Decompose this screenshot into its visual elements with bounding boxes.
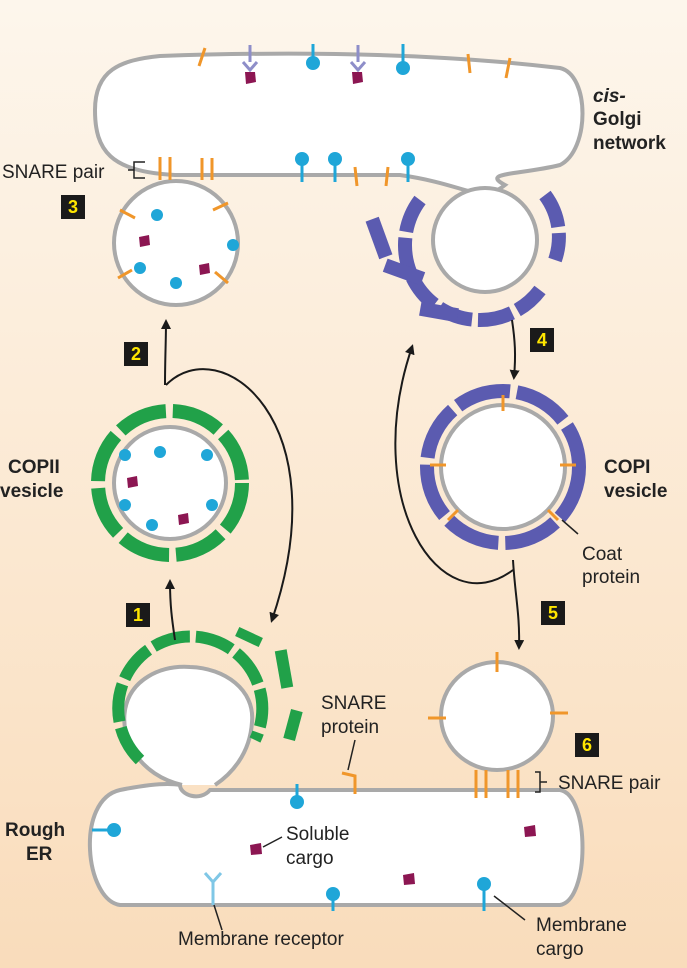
snare-pair-top-label: SNARE pair — [2, 162, 105, 183]
cis-golgi-network — [92, 51, 585, 196]
transport-arrows — [160, 319, 525, 650]
snare-protein-label-line1: SNARE — [321, 693, 386, 714]
golgi-soluble-cargo — [245, 72, 363, 84]
arrow-step-5 — [512, 559, 525, 650]
step-4-label: 4 — [537, 330, 547, 350]
membrane-cargo-label-line1: Membrane — [536, 915, 627, 936]
coat-protein-label-line2: protein — [582, 567, 640, 588]
budding-copii-vesicle — [112, 630, 269, 787]
step-3-label: 3 — [68, 197, 78, 217]
free-copii-coat-fragments — [235, 626, 303, 742]
membrane-cargo-label-line2: cargo — [536, 939, 584, 960]
step-6-box: 6 — [575, 733, 599, 757]
snare-pair-bottom-label: SNARE pair — [558, 773, 661, 794]
membrane-receptor-leader — [213, 904, 223, 931]
step-4-box: 4 — [530, 328, 554, 352]
step-5-label: 5 — [548, 603, 558, 623]
copi-label-line2: vesicle — [604, 481, 667, 502]
snare-protein-label-line2: protein — [321, 717, 379, 738]
fusing-copii-vesicle — [112, 157, 240, 307]
copi-vesicle — [420, 384, 586, 550]
rough-er — [88, 781, 585, 907]
golgi-label-line3: network — [593, 133, 666, 154]
arrow-step-2 — [160, 319, 171, 386]
soluble-cargo-leader — [262, 836, 283, 848]
free-copi-coat-fragments — [365, 216, 459, 323]
snare-protein-leader — [347, 739, 356, 771]
coat-protein-leader — [561, 519, 579, 535]
copii-label-line2: vesicle — [0, 481, 63, 502]
er-proteins — [92, 771, 536, 911]
copi-label-line1: COPI — [604, 457, 650, 478]
membrane-receptor-label: Membrane receptor — [178, 929, 344, 950]
golgi-label-line2: Golgi — [593, 109, 642, 130]
copii-vesicle — [91, 404, 249, 562]
golgi-membrane-cargo — [295, 44, 415, 182]
step-5-box: 5 — [541, 601, 565, 625]
soluble-cargo-label-line1: Soluble — [286, 824, 349, 845]
coat-protein-label-line1: Coat — [582, 544, 623, 565]
soluble-cargo-label-line2: cargo — [286, 848, 334, 869]
step-1-box: 1 — [126, 603, 150, 627]
arrow-retrograde-right — [394, 344, 514, 584]
er-label-line1: Rough — [5, 820, 65, 841]
copii-label-line1: COPII — [8, 457, 60, 478]
step-2-label: 2 — [131, 344, 141, 364]
golgi-receptors — [241, 45, 367, 73]
arrow-step-4 — [509, 319, 520, 380]
golgi-label-line1: cis- — [593, 86, 626, 107]
uncoated-copi-vesicle — [428, 652, 568, 798]
step-6-label: 6 — [582, 735, 592, 755]
er-label-line2: ER — [26, 844, 53, 865]
step-2-box: 2 — [124, 342, 148, 366]
golgi-snare-proteins — [197, 47, 512, 187]
arrow-step-1 — [165, 579, 176, 641]
arrow-retrograde-left — [165, 368, 294, 623]
membrane-cargo-leader — [493, 895, 526, 921]
snare-pair-top-bracket — [128, 161, 145, 179]
step-3-box: 3 — [61, 195, 85, 219]
budding-copi-vesicle — [398, 186, 566, 327]
step-1-label: 1 — [133, 605, 143, 625]
snare-pair-bottom-bracket — [535, 771, 547, 793]
